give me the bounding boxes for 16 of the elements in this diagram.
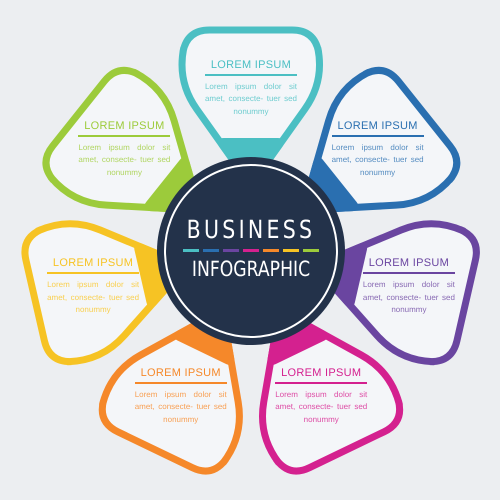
petal-heading: LOREM IPSUM [275,366,368,384]
title-line: BUSINESS [186,215,316,244]
petal-heading: LOREM IPSUM [47,257,140,274]
petal-description: Lorem ipsum dolor sit amet, consecte- tuer sed nonummy [47,279,140,316]
petal-heading: LOREM IPSUM [134,366,227,384]
petal-description: Lorem ipsum dolor sit amet, consecte- tuer sed nonummy [275,388,368,426]
petal-heading: LOREM IPSUM [78,120,170,137]
petal-heading: LOREM IPSUM [332,120,424,137]
subtitle-line: INFOGRAPHIC [190,257,312,281]
petal-description: Lorem ipsum dolor sit amet, consecte- tuer sed nonummy [362,279,455,316]
petal-heading: LOREM IPSUM [362,257,455,274]
petal-description: Lorem ipsum dolor sit amet, consecte- tuer sed nonummy [332,142,424,179]
petal-description: Lorem ipsum dolor sit amet, consecte- tuer sed nonummy [134,388,227,426]
petal-description: Lorem ipsum dolor sit amet, consecte- tuer sed nonummy [204,80,297,118]
petal-heading: LOREM IPSUM [204,58,297,76]
petal-description: Lorem ipsum dolor sit amet, consecte- tuer sed nonummy [78,142,170,179]
